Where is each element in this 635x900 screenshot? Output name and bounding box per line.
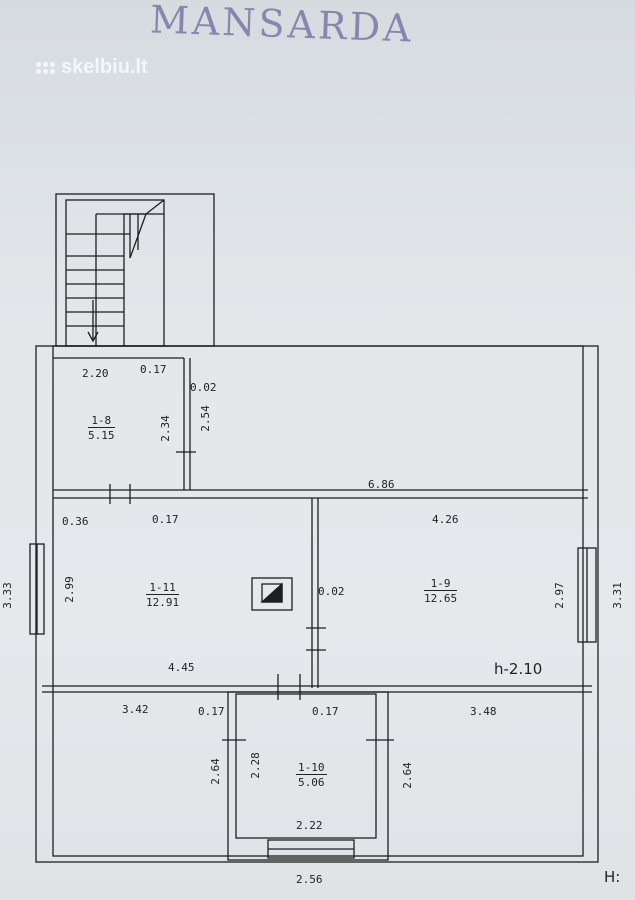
height-note: h-2.10	[494, 660, 543, 678]
dim-label: 2.20	[82, 367, 109, 380]
room-label-1-10: 1-10 5.06	[296, 762, 327, 788]
stair-arrow-icon	[87, 300, 99, 343]
room-area: 5.06	[298, 776, 325, 789]
room-label-1-11: 1-11 12.91	[146, 582, 180, 609]
dim-label: 0.17	[140, 363, 167, 376]
dim-label: 0.17	[312, 705, 339, 718]
dim-label: 3.48	[470, 705, 497, 718]
chimney-icon	[251, 577, 293, 611]
stairs-icon	[66, 199, 165, 346]
dim-label: 2.28	[248, 752, 262, 779]
room-label-1-8: 1-8 5.15	[88, 415, 115, 441]
dim-label: 3.33	[0, 582, 14, 609]
inner-wall	[52, 345, 584, 857]
watermark-text: skelbiu.lt	[61, 56, 148, 78]
watermark: skelbiu.lt	[36, 56, 148, 79]
dim-label: 3.42	[122, 703, 149, 716]
corner-mark: H:	[604, 868, 621, 886]
dim-label: 4.26	[432, 513, 459, 526]
dim-label: 4.45	[168, 661, 195, 674]
stair-inner	[65, 199, 165, 347]
dim-label: 0.02	[190, 381, 217, 394]
dim-label: 0.02	[318, 585, 345, 598]
room-area: 5.15	[88, 429, 115, 442]
dim-label: 2.54	[198, 405, 212, 432]
room-1-10-walls	[227, 691, 389, 861]
dim-label: 0.17	[152, 513, 179, 526]
dim-label: 0.36	[62, 515, 89, 528]
dim-label: 2.22	[296, 819, 323, 832]
dim-label: 2.99	[62, 576, 76, 603]
dim-label: 0.17	[198, 705, 225, 718]
dim-label: 3.31	[610, 582, 624, 609]
dim-label: 2.97	[552, 582, 566, 609]
room-id: 1-8	[88, 415, 115, 428]
room-area: 12.91	[146, 596, 180, 609]
room-label-1-9: 1-9 12.65	[424, 578, 458, 605]
dim-label: 2.64	[208, 758, 222, 785]
dim-label: 6.86	[368, 478, 395, 491]
watermark-logo-icon	[36, 61, 55, 74]
dim-label: 2.64	[400, 762, 414, 789]
room-id: 1-11	[146, 582, 180, 595]
room-id: 1-9	[424, 578, 458, 591]
room-area: 12.65	[424, 592, 458, 605]
dim-label: 2.34	[158, 415, 172, 442]
dim-label: 2.56	[296, 873, 323, 886]
room-id: 1-10	[296, 761, 327, 775]
